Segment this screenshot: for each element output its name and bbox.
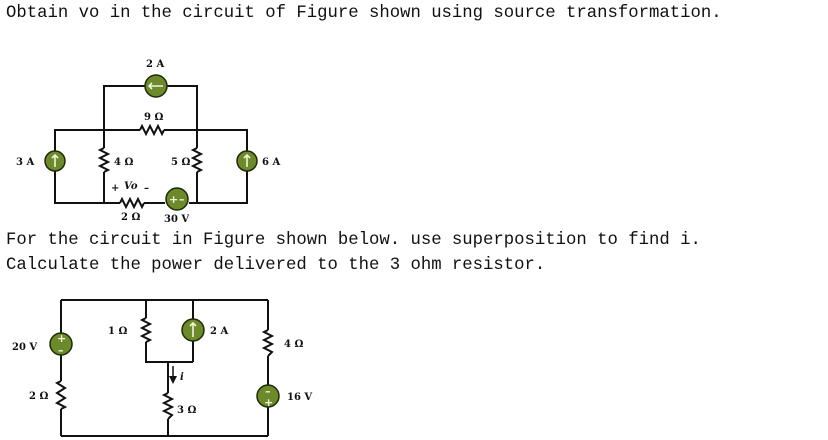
c1-top-wire <box>54 129 104 151</box>
question-2-line-1: For the circuit in Figure shown below. u… <box>6 231 701 250</box>
c2-label-20v: 20 V <box>12 342 37 353</box>
c2-voltage-source-20v: + – <box>49 332 73 357</box>
circuit-2: + – 20 V 2 Ω 1 Ω 2 A i 3 Ω 4 Ω – <box>12 299 312 437</box>
c1-current-source-6a <box>236 150 258 172</box>
c2-label-16v: 16 V <box>287 392 312 403</box>
c1-current-source-2a <box>144 74 168 98</box>
svg-text:+: + <box>57 332 66 345</box>
c1-resistor-4ohm <box>97 147 111 173</box>
circuit-1: 2 A 9 Ω 3 A 4 Ω 5 Ω 6 A + Vo – 2 Ω + <box>16 59 280 225</box>
c1-vo-plus: + <box>111 183 119 194</box>
c2-resistor-1ohm <box>139 317 153 343</box>
c1-current-source-3a <box>44 150 66 172</box>
c1-label-4ohm: 4 Ω <box>114 157 133 168</box>
question-1-text: Obtain vo in the circuit of Figure shown… <box>6 4 722 23</box>
c1-resistor-9ohm <box>139 123 165 137</box>
c1-upper-branch-wire <box>103 85 198 130</box>
svg-text:–: – <box>179 193 185 206</box>
c2-label-i: i <box>180 372 184 383</box>
c2-label-1ohm: 1 Ω <box>108 326 127 337</box>
svg-text:–: – <box>58 344 64 357</box>
question-2-line-2: Calculate the power delivered to the 3 o… <box>6 256 546 275</box>
c1-label-3a: 3 A <box>16 157 34 168</box>
c2-current-arrow-icon <box>169 366 177 384</box>
c1-vo-minus: – <box>144 183 149 194</box>
c2-label-3ohm: 3 Ω <box>177 405 196 416</box>
c2-1ohm-branch-wire <box>145 300 193 363</box>
c1-vo-label: Vo <box>124 181 138 192</box>
c2-resistor-2ohm <box>54 380 68 410</box>
c2-label-2ohm: 2 Ω <box>29 391 48 402</box>
c2-current-source-2a <box>181 318 205 342</box>
c1-label-5ohm: 5 Ω <box>171 157 190 168</box>
svg-text:+: + <box>169 193 178 206</box>
c1-label-9ohm: 9 Ω <box>144 112 163 123</box>
c1-label-2a: 2 A <box>146 59 164 70</box>
c2-resistor-3ohm <box>161 392 175 420</box>
c2-label-4ohm: 4 Ω <box>284 339 303 350</box>
c1-label-2ohm: 2 Ω <box>121 212 140 223</box>
c1-left-bottom-wire <box>54 171 120 204</box>
c1-right-wire <box>189 129 248 204</box>
c1-label-30v: 30 V <box>164 214 189 225</box>
c1-voltage-source-30v: + – <box>165 187 189 211</box>
svg-text:+: + <box>264 396 273 409</box>
c1-resistor-2ohm <box>119 196 145 210</box>
c2-resistor-4ohm <box>261 329 275 357</box>
c1-resistor-5ohm <box>190 147 204 173</box>
c2-voltage-source-16v: – + <box>256 384 280 409</box>
c2-label-2a: 2 A <box>210 326 228 337</box>
c1-label-6a: 6 A <box>262 157 280 168</box>
svg-text:–: – <box>265 385 271 398</box>
